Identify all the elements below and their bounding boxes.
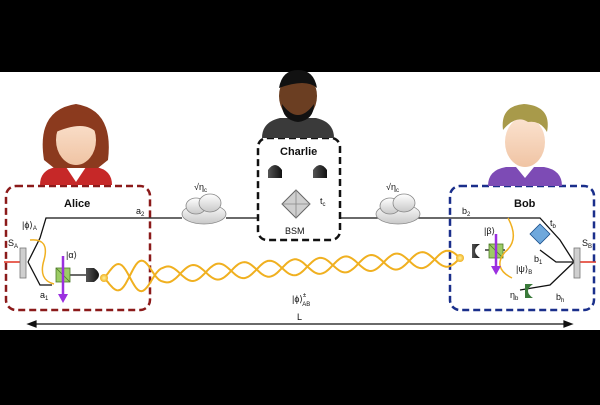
cloud-left: [181, 193, 227, 225]
alice-pump-arrow: [58, 256, 68, 303]
bsm-device: [281, 189, 311, 219]
bob-detector-icon: [472, 244, 480, 258]
bob-mode-bh-label: bh: [556, 292, 564, 304]
entangled-wave: [103, 249, 461, 293]
alice-mode-a2-label: a2: [136, 206, 145, 218]
fiber-alice-a2: [27, 217, 182, 263]
cloud-right: [375, 193, 421, 225]
wave-path-b: [103, 251, 461, 293]
bob-eff-detector-icon: [525, 284, 533, 298]
channel-left-label: √ηc: [194, 182, 207, 194]
bob-coherent-label: |β⟩: [484, 226, 495, 236]
bob-source-icon: [573, 247, 581, 279]
bsm-label: BSM: [285, 226, 305, 236]
alice-name: Alice: [64, 198, 90, 210]
alice-source-icon: [19, 247, 27, 279]
bob-avatar: [488, 104, 562, 186]
distance-arrow: [26, 320, 574, 328]
distance-label: L: [297, 312, 302, 322]
bob-optics: [472, 217, 581, 298]
bob-eta-label: ηb: [510, 290, 519, 302]
charlie-box: [256, 136, 342, 242]
bob-mode-b2-label: b2: [462, 206, 471, 218]
channel-right-label: √ηc: [386, 182, 399, 194]
alice-avatar: [40, 104, 112, 185]
charlie-name: Charlie: [280, 146, 317, 158]
bob-name: Bob: [514, 198, 536, 210]
alice-coherent-label: |α⟩: [66, 250, 77, 260]
wave-endpoint-left: [100, 274, 108, 282]
bob-tb-label: tb: [550, 218, 557, 230]
detector-icon: [268, 165, 327, 178]
charlie-avatar: [262, 70, 334, 138]
alice-box: [4, 184, 152, 312]
alice-mode-a1-label: a1: [40, 290, 49, 302]
alice-source-label: SA: [8, 238, 18, 250]
bob-mode-b1-label: b1: [534, 254, 543, 266]
fiber-bob-b2: [418, 217, 575, 263]
bob-state-label: |ψ⟩B: [516, 264, 532, 276]
wave-endpoint-right: [456, 254, 464, 262]
entangled-state-label: |ϕ⟩±AB: [292, 293, 310, 308]
fiber-bob-b1: [539, 249, 574, 263]
fiber-alice-a1: [27, 261, 52, 286]
alice-detector-icon: [86, 268, 99, 282]
fiber-bob-bh: [519, 261, 575, 291]
alice-state-label: |ϕ⟩A: [22, 220, 37, 232]
charlie-tc-label: tc: [320, 196, 326, 208]
bob-tb-splitter-icon: [529, 223, 551, 245]
bob-source-label: SB: [582, 238, 592, 250]
bob-pump-arrow: [491, 234, 501, 275]
